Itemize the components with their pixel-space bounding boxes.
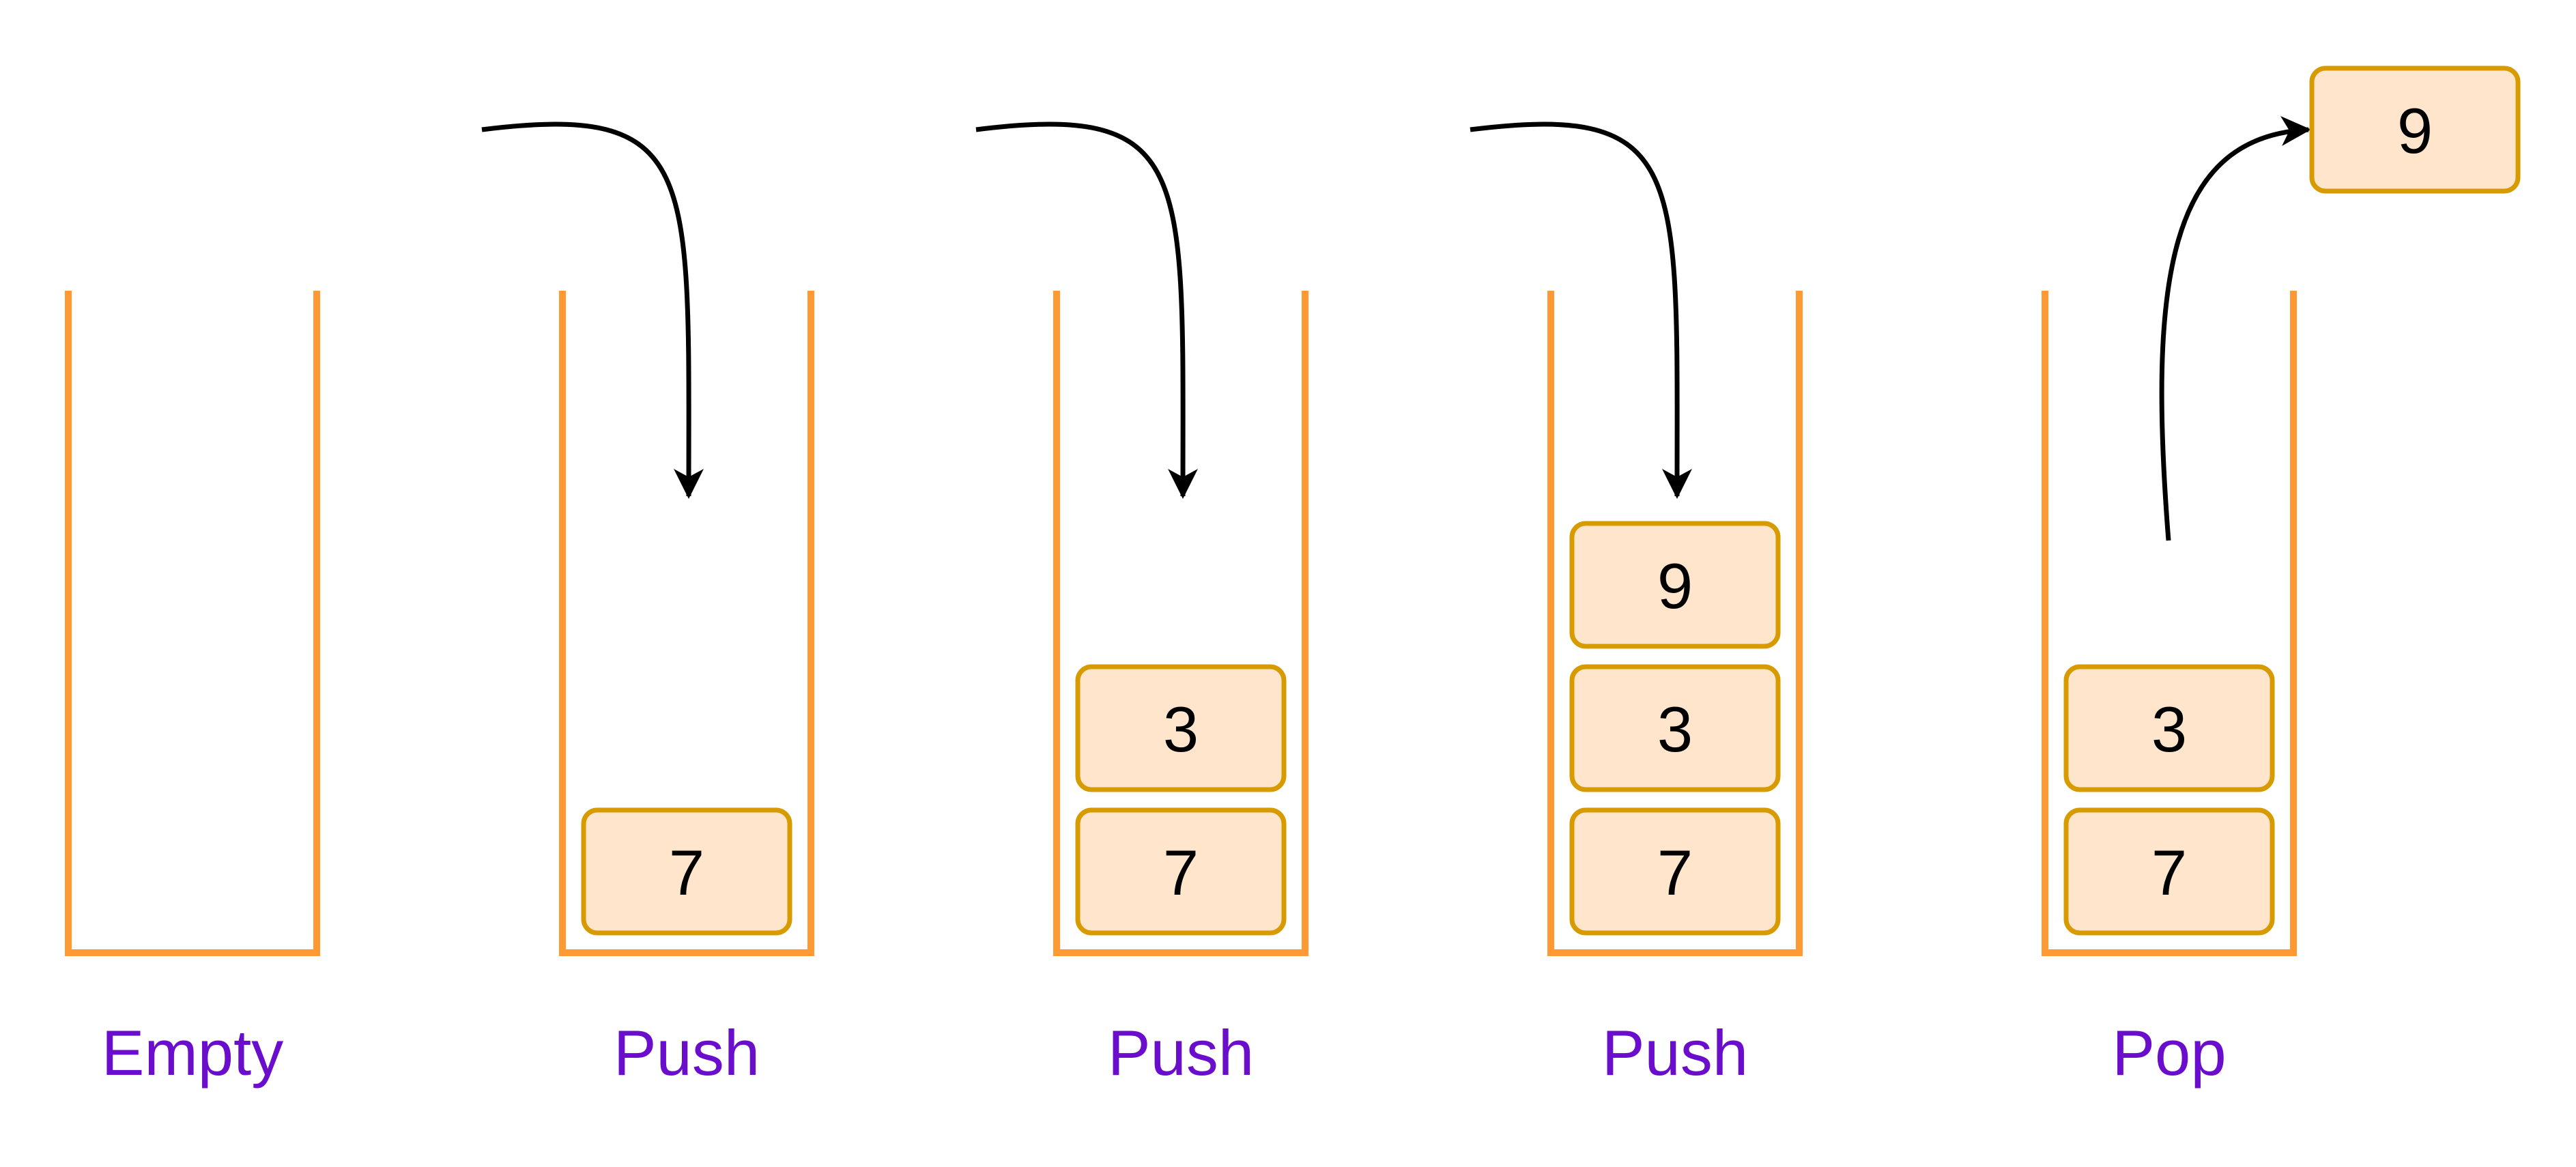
stack-box bbox=[1075, 664, 1287, 792]
stack-box bbox=[2063, 664, 2275, 792]
stack-container bbox=[1547, 291, 1803, 956]
stack-label: Push bbox=[1108, 1017, 1254, 1089]
stack-box-value: 7 bbox=[1657, 837, 1693, 908]
stack-item: 9 bbox=[1569, 521, 1781, 649]
stack-box bbox=[1569, 807, 1781, 936]
stack-box bbox=[1569, 664, 1781, 792]
stack-container bbox=[1053, 291, 1308, 956]
push-arrow bbox=[975, 121, 1199, 499]
stack-box-value: 9 bbox=[2397, 95, 2433, 167]
stack-item: 7 bbox=[581, 807, 792, 936]
stack-label: Empty bbox=[102, 1017, 283, 1089]
stack-1: Empty bbox=[65, 291, 320, 1089]
stack-item: 7 bbox=[2063, 807, 2275, 936]
stack-box bbox=[2309, 66, 2521, 194]
stack-box bbox=[581, 807, 792, 936]
stack-label: Pop bbox=[2112, 1017, 2226, 1089]
stack-box bbox=[1569, 521, 1781, 649]
stack-label: Push bbox=[1602, 1017, 1748, 1089]
stack-box-value: 3 bbox=[2151, 693, 2187, 765]
stack-box-value: 7 bbox=[1163, 837, 1199, 908]
stack-box-value: 3 bbox=[1163, 693, 1199, 765]
push-arrow bbox=[1470, 121, 1693, 499]
stack-container bbox=[2042, 291, 2297, 956]
pop-arrow bbox=[2159, 116, 2311, 541]
stack-box-value: 3 bbox=[1657, 693, 1693, 765]
stack-item: 3 bbox=[2063, 664, 2275, 792]
stack-box bbox=[2063, 807, 2275, 936]
stack-box-value: 9 bbox=[1657, 550, 1693, 622]
stack-label: Push bbox=[614, 1017, 760, 1089]
stack-item: 7 bbox=[1075, 807, 1287, 936]
stack-container bbox=[559, 291, 814, 956]
stack-box bbox=[1075, 807, 1287, 936]
popped-item: 9 bbox=[2309, 66, 2521, 194]
push-arrow bbox=[481, 121, 704, 499]
stack-box-value: 7 bbox=[669, 837, 704, 908]
stack-box-value: 7 bbox=[2151, 837, 2187, 908]
stack-item: 3 bbox=[1569, 664, 1781, 792]
stack-container bbox=[65, 291, 320, 956]
stack-item: 7 bbox=[1569, 807, 1781, 936]
stack-item: 3 bbox=[1075, 664, 1287, 792]
